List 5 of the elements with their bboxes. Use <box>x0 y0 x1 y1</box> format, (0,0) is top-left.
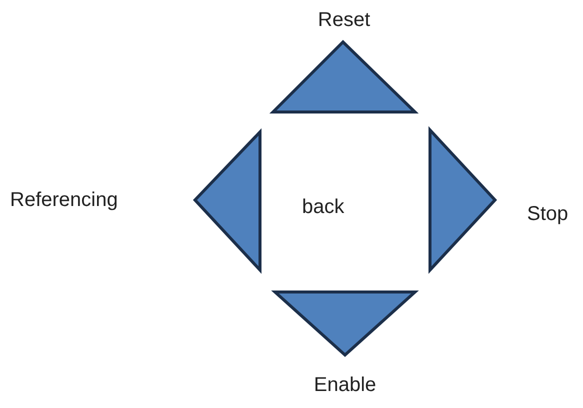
button-label: Enable <box>314 373 376 397</box>
button-label: Referencing <box>10 188 118 212</box>
button-label: Stop <box>527 202 568 226</box>
button-label: Reset <box>318 8 370 32</box>
center-label: back <box>302 195 344 219</box>
